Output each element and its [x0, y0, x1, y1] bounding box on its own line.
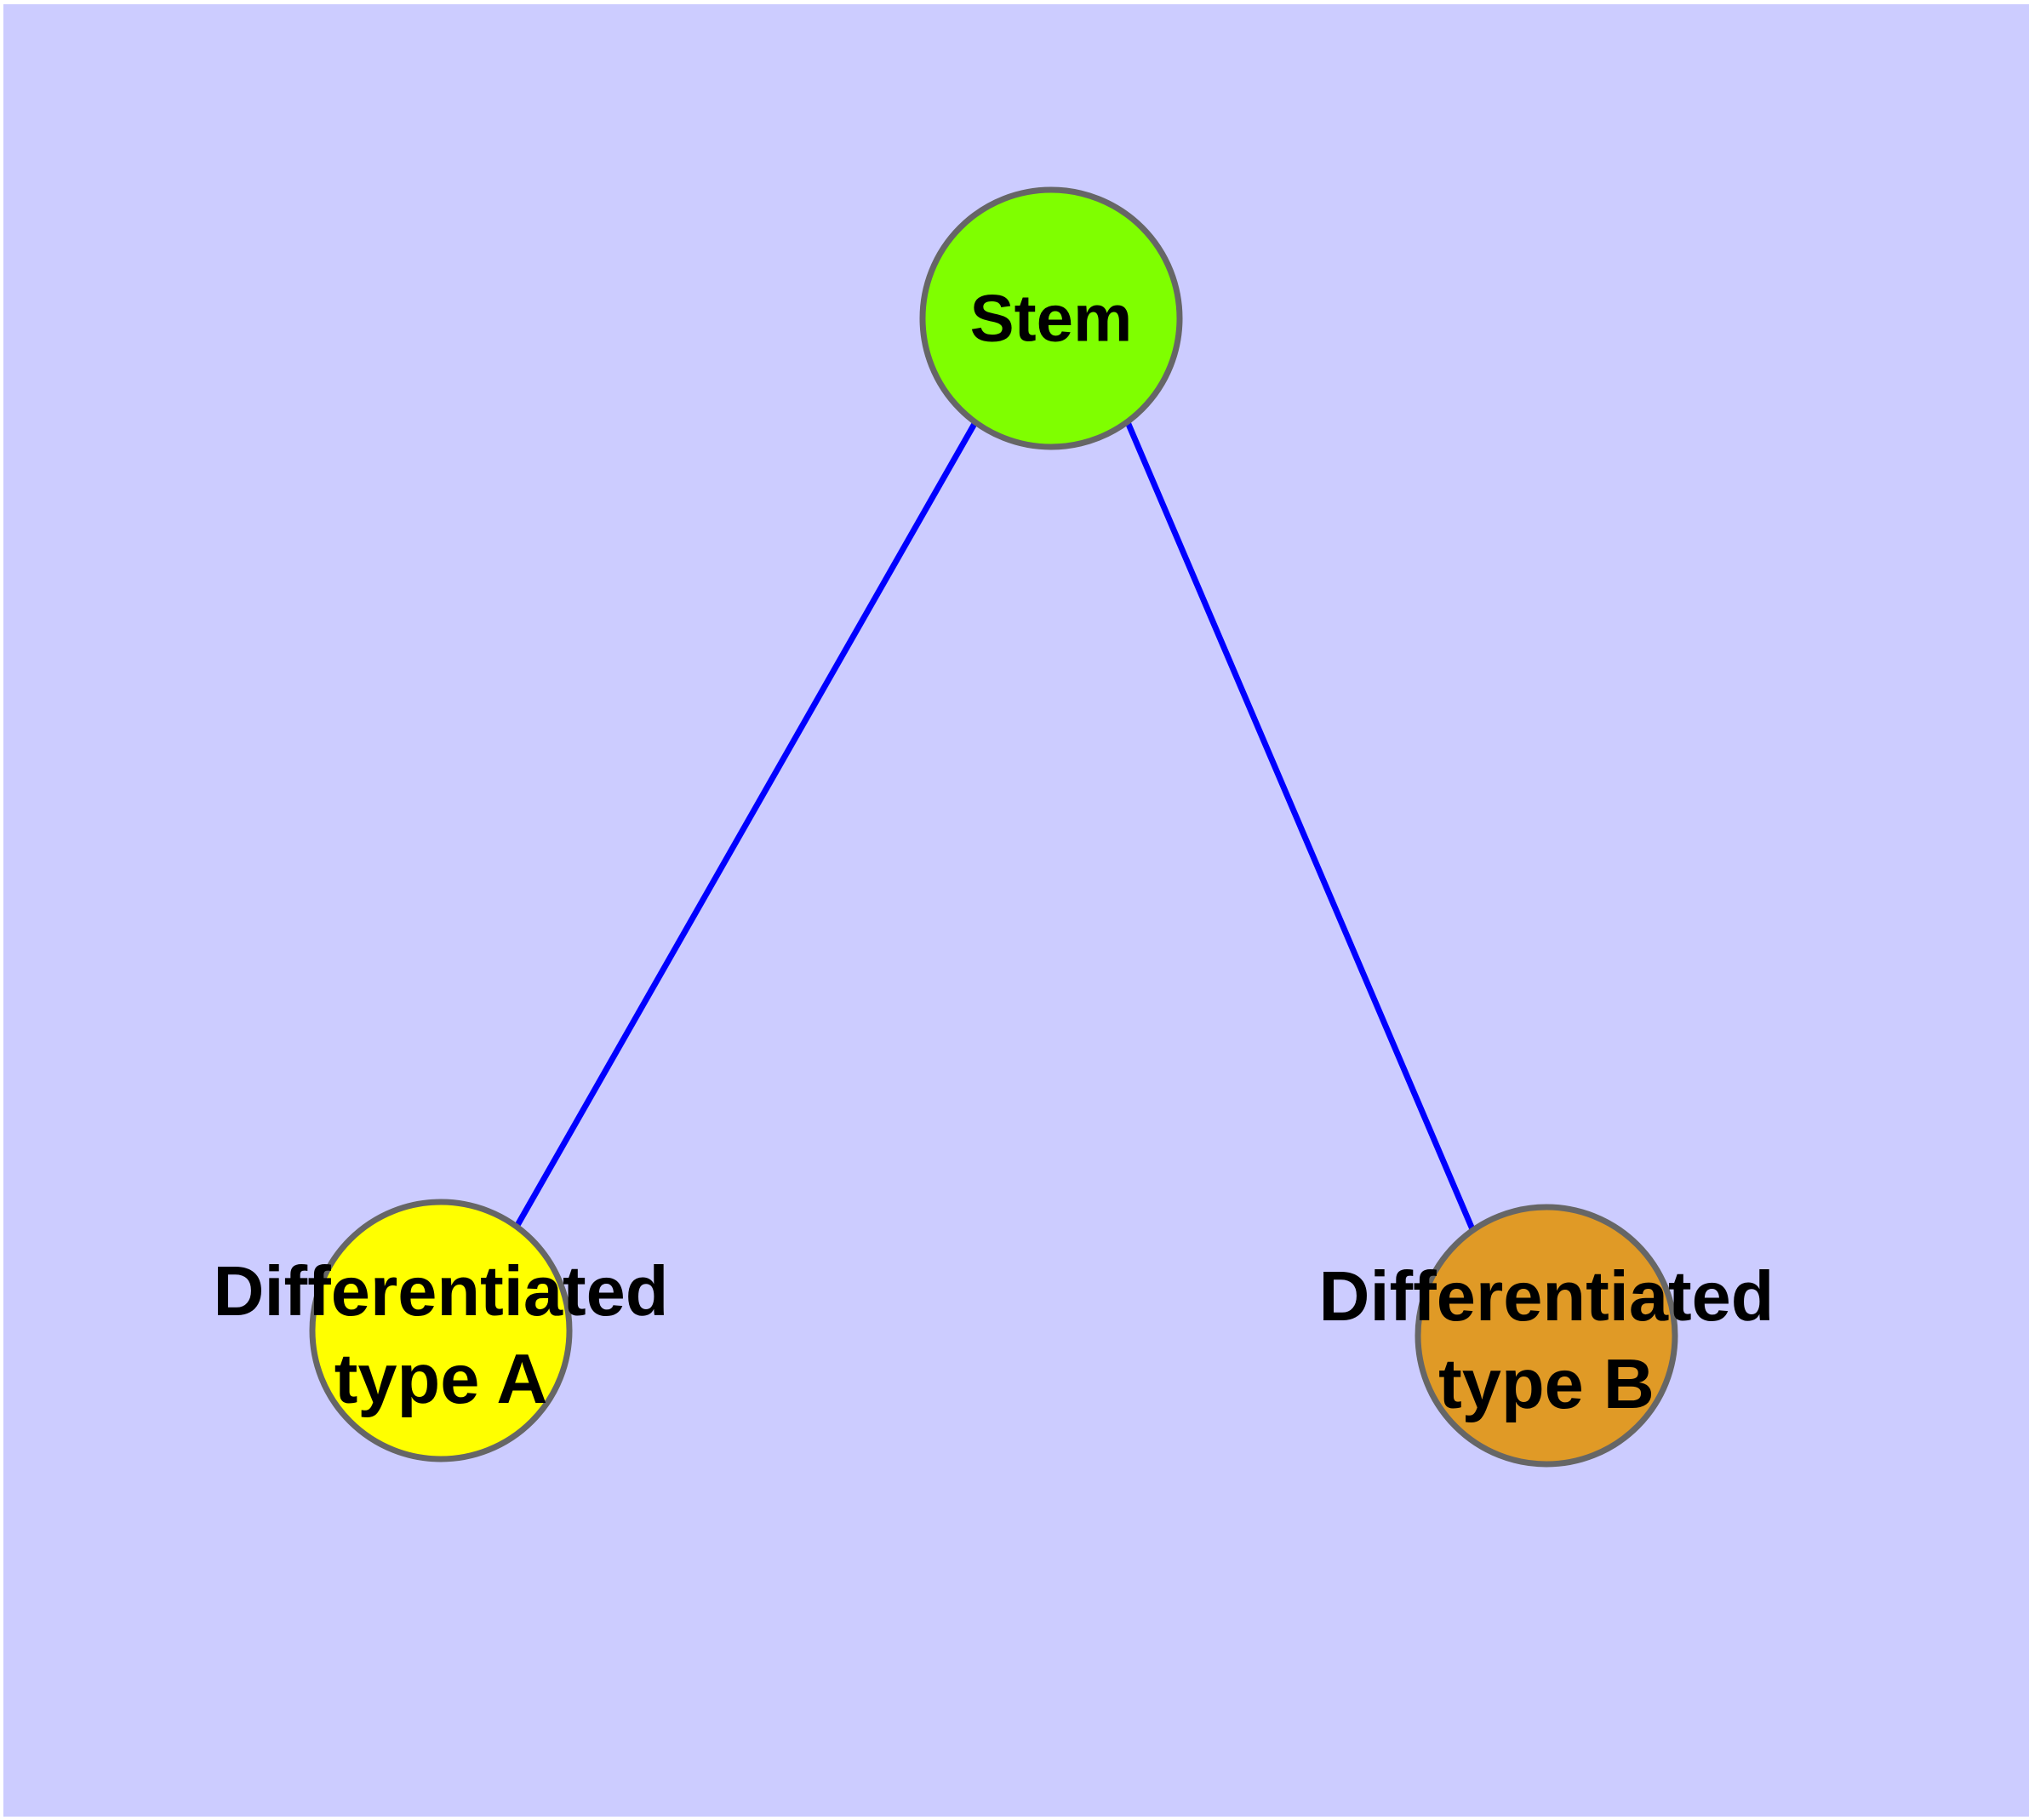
node-differentiated-type-b-circle[interactable]: [1415, 1204, 1678, 1468]
node-stem[interactable]: Stem: [919, 186, 1183, 450]
graph-plot-area: Stem Differentiated type A Differentiate…: [3, 4, 2029, 1817]
node-differentiated-type-a-label-line1: Differentiated: [214, 1251, 669, 1331]
node-differentiated-type-a-circle[interactable]: [309, 1199, 573, 1462]
node-differentiated-type-a[interactable]: Differentiated type A: [214, 1199, 669, 1462]
edge-stem-to-differentiated-type-b[interactable]: [1124, 421, 1476, 1231]
node-stem-circle[interactable]: [919, 186, 1183, 450]
node-differentiated-type-b-label-line1: Differentiated: [1319, 1256, 1775, 1336]
node-layer: Stem Differentiated type A Differentiate…: [214, 186, 1775, 1468]
node-differentiated-type-b[interactable]: Differentiated type B: [1319, 1204, 1775, 1468]
edge-layer: [513, 421, 1476, 1231]
node-stem-label: Stem: [970, 281, 1133, 356]
graph-svg: Stem Differentiated type A Differentiate…: [214, 186, 1775, 1468]
node-differentiated-type-b-label-line2: type B: [1438, 1344, 1655, 1423]
edge-stem-to-differentiated-type-a[interactable]: [513, 421, 979, 1228]
node-differentiated-type-a-label-line2: type A: [334, 1339, 548, 1418]
